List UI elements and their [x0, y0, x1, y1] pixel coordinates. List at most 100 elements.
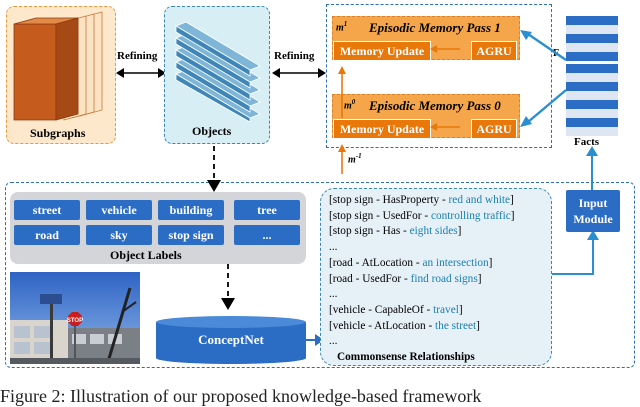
relationship-bracket: ]: [457, 225, 462, 238]
stop-sign-text: STOP: [67, 318, 83, 324]
tag-sky[interactable]: sky: [86, 225, 152, 245]
memory-update-0-button[interactable]: Memory Update: [333, 119, 431, 139]
conceptnet-label: ConceptNet: [198, 332, 264, 347]
memory-container: [326, 4, 552, 148]
figure-caption: Figure 2: Illustration of our proposed k…: [0, 386, 482, 406]
relationship-tail: controlling traffic: [430, 209, 511, 222]
tag-stop-sign[interactable]: stop sign: [158, 225, 224, 245]
m0-label: m0: [344, 98, 356, 112]
relationship-tail: the street: [435, 319, 477, 332]
relationship-bracket: ]: [477, 272, 482, 285]
relationship-tail: red and white: [448, 194, 511, 206]
refining-label-right: Refining: [274, 50, 315, 62]
objects-down-arrow: [207, 146, 221, 192]
relationship-line: [stop sign - UsedFor - controlling traff…: [329, 209, 551, 225]
relationship-tail: find road signs: [410, 272, 478, 285]
input-module-line1: Input: [578, 196, 608, 210]
fact-row: [566, 127, 618, 136]
tag-tree[interactable]: tree: [234, 200, 300, 220]
relationship-head: [stop sign - Has -: [329, 225, 410, 238]
relationship-head: [vehicle - AtLocation -: [329, 319, 436, 332]
relationship-tail: eight sides: [409, 225, 458, 238]
relationship-line: ...: [329, 287, 551, 303]
relationship-tail: travel: [433, 303, 459, 316]
relationship-line: [vehicle - CapableOf - travel]: [329, 303, 551, 319]
relationship-tail: an intersection: [422, 256, 489, 269]
relationship-bracket: ]: [488, 256, 493, 269]
tag-building[interactable]: building: [158, 200, 224, 220]
memory-pass-1: Episodic Memory Pass 1 Memory Update AGR…: [332, 16, 520, 61]
relationship-head: ...: [329, 241, 338, 254]
relationship-head: ...: [329, 288, 338, 301]
memory-pass-1-title: Episodic Memory Pass 1: [369, 20, 501, 35]
refining-arrow-right: [272, 68, 326, 78]
relationship-line: ...: [329, 240, 551, 256]
memory-update-1-button[interactable]: Memory Update: [333, 41, 431, 61]
subgraphs-label: Subgraphs: [30, 126, 86, 140]
object-labels-title: Object Labels: [110, 248, 182, 262]
relationship-head: [vehicle - CapableOf -: [329, 303, 434, 316]
refining-arrow-left: [116, 68, 166, 78]
fact-row: [566, 82, 618, 91]
refining-label-left: Refining: [117, 50, 158, 62]
memory-arrows: [338, 45, 460, 174]
relationship-head: [stop sign - HasProperty -: [329, 194, 449, 206]
relationship-line: [road - UsedFor - find road signs]: [329, 272, 551, 288]
memory-pass-0: Episodic Memory Pass 0 Memory Update AGR…: [332, 94, 520, 139]
m-init-label: m-1: [348, 152, 362, 166]
tag-more[interactable]: ...: [234, 225, 300, 245]
relationship-line: [stop sign - Has - eight sides]: [329, 224, 551, 240]
subgraphs-stack: [13, 11, 103, 121]
relationship-list: [stop sign - HasProperty - red and white…: [329, 193, 551, 350]
tag-vehicle[interactable]: vehicle: [86, 200, 152, 220]
fact-row: [566, 64, 618, 73]
objects-label: Objects: [192, 124, 232, 138]
tag-road[interactable]: road: [14, 225, 80, 245]
memory-pass-0-title: Episodic Memory Pass 0: [369, 98, 501, 113]
fact-row: [566, 118, 618, 127]
input-to-facts-arrow: [586, 146, 598, 190]
tag-street[interactable]: street: [14, 200, 80, 220]
fact-row: [566, 73, 618, 82]
relationship-bracket: ]: [476, 319, 480, 332]
relationship-line: [road - AtLocation - an intersection]: [329, 256, 551, 272]
kb-to-input-arrow: [552, 230, 599, 275]
fact-row: [566, 16, 618, 25]
bottom-container: [5, 182, 635, 368]
facts-stack: [566, 16, 618, 136]
conceptnet-to-kb-arrow: [306, 334, 324, 346]
objects-stack: [175, 21, 261, 122]
relationship-bracket: ]: [510, 209, 515, 222]
relationship-line: ...: [329, 334, 551, 350]
fact-row: [566, 100, 618, 109]
fact-row: [566, 91, 618, 100]
agru-0-button[interactable]: AGRU: [471, 119, 517, 139]
relationship-bracket: ]: [458, 303, 463, 316]
facts-label: Facts: [574, 136, 600, 148]
relationship-head: [road - UsedFor -: [329, 272, 411, 285]
commonsense-relationships-panel: [stop sign - HasProperty - red and white…: [320, 188, 552, 366]
agru-1-button[interactable]: AGRU: [471, 41, 517, 61]
labels-to-conceptnet-arrow: [221, 264, 235, 310]
relationship-bracket: ]: [510, 194, 514, 206]
relationship-head: [road - AtLocation -: [329, 256, 423, 269]
input-module-line2: Module: [573, 212, 613, 226]
relationship-line: [vehicle - AtLocation - the street]: [329, 319, 551, 335]
fact-row: [566, 34, 618, 43]
object-labels-panel: street vehicle building tree road sky st…: [10, 192, 306, 264]
fact-row: [566, 43, 618, 52]
scene-photo-image: STOP: [10, 272, 140, 364]
database-icon: [156, 316, 306, 364]
relationship-head: ...: [329, 335, 338, 348]
scene-photo: STOP: [10, 272, 140, 364]
fact-row: [566, 52, 618, 61]
facts-to-passes-arrows: [520, 30, 567, 127]
m1-label: m1: [336, 20, 348, 34]
fact-row: [566, 109, 618, 118]
relationship-head: [stop sign - UsedFor -: [329, 209, 431, 222]
commonsense-relationships-title: Commonsense Relationships: [337, 351, 475, 364]
fact-row: [566, 25, 618, 34]
conceptnet-db: ConceptNet: [156, 316, 306, 364]
relationship-line: [stop sign - HasProperty - red and white…: [329, 193, 551, 209]
input-module: Input Module: [566, 190, 620, 232]
